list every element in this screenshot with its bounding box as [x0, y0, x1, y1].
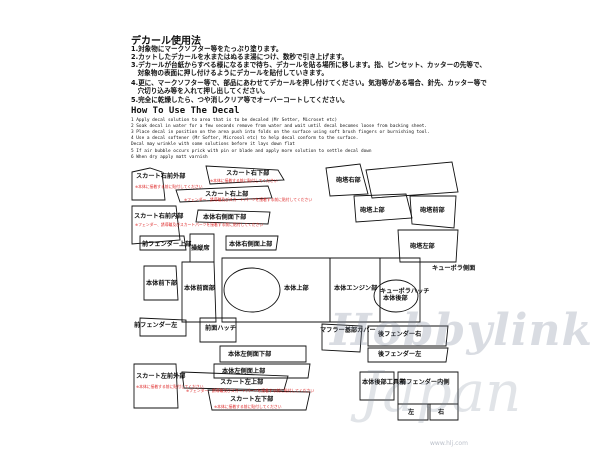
label-cupola: キューポラ側面 — [432, 264, 475, 272]
label-body-left-low: 本体左側面下部 — [228, 350, 272, 358]
label-right: 右 — [438, 408, 444, 416]
label-turret-right: 砲塔右部 — [335, 176, 362, 184]
part-muffler-cover — [321, 323, 363, 353]
label-front-fender-left: 前フェンダー左 — [134, 321, 178, 329]
part-rear-fender-left — [367, 347, 449, 363]
label-turret-upper: 砲塔上部 — [359, 206, 386, 214]
label-skirt-right-top: スカート右上部 — [205, 190, 249, 198]
label-body-right-low: 本体右側面下部 — [203, 213, 247, 221]
decal-sheet — [112, 8, 492, 448]
jp-step-5: 5.完全に乾燥したら、つや消しクリア等でオーバーコートしてください。 — [131, 96, 349, 104]
label-front-fender-top: 前フェンダー上部 — [142, 240, 192, 248]
note-7: ※本体に接着する前に貼付してください — [214, 404, 282, 409]
part-rear-toolbox — [359, 371, 395, 401]
en-step-1: 1 Apply decal solution to area that is t… — [131, 118, 338, 123]
part-turret-left — [397, 229, 459, 263]
note-5: ※本体に接着する前に貼付してください — [136, 384, 204, 389]
note-3: ※フェンダー、誘導輪及びスカートパーツを接着する前に貼付してください — [184, 197, 312, 202]
part-front-fender-inner-right — [429, 403, 459, 421]
label-body-left-upper: 本体左側面上部 — [222, 367, 266, 375]
part-body-front — [143, 265, 179, 301]
label-skirt-front-inner: スカート右前内部 — [134, 212, 184, 220]
note-6: ※フェンダー、誘導輪及びスカートパーツを接着する前に貼付してください — [186, 388, 314, 393]
label-skirt-right-bottom: スカート右下部 — [226, 169, 270, 177]
watermark-sub: Japan — [360, 360, 522, 425]
part-turret-front — [409, 195, 457, 229]
jp-step-3: 3.デカールが台紙からすべる様になるまで待ち、デカールを貼る場所に移します。指、… — [131, 61, 486, 69]
watermark-url: www.hlj.com — [430, 440, 468, 447]
label-skirt-left-top: スカート左上部 — [220, 378, 264, 386]
part-rear — [379, 257, 421, 323]
part-body-front-upper — [181, 261, 217, 323]
label-rear-fender-right: 後フェンダー右 — [378, 330, 421, 338]
note-2: ※本体に接着する前に貼付してください — [210, 178, 278, 183]
en-step-4: 4 Use a decal softener (Mr Softer, Micro… — [131, 136, 359, 141]
jp-step-1: 1.対象物にマークソフター等をたっぷり塗ります。 — [131, 45, 283, 53]
en-step-3: 3 Place decal in position on the area pu… — [131, 130, 430, 135]
note-1: ※本体に接着する前に貼付してください — [135, 184, 203, 189]
part-cupola-hatch — [373, 279, 419, 313]
label-turret-left: 砲塔左部 — [409, 242, 436, 250]
part-turret-top — [365, 161, 459, 199]
jp-step-2: 2.カットしたデカールを水またはぬるま湯につけ、数秒で引き上げます。 — [131, 53, 349, 61]
en-step-4b: Decal may wrinkle with some solutions be… — [131, 142, 295, 147]
part-turret-right — [325, 163, 369, 197]
label-turret-front: 砲塔前部 — [419, 206, 446, 214]
howto-title: How To Use The Decal — [131, 106, 240, 116]
label-engine-deck: 本体エンジン部 — [334, 284, 378, 292]
watermark-brand: Hobbylink — [330, 305, 593, 356]
part-front-fender-top — [139, 235, 187, 251]
part-front-hatch — [199, 317, 237, 343]
label-cupola-hatch: キューポラハッチ — [380, 287, 429, 295]
part-body-right-lower — [195, 209, 271, 225]
part-body-top — [221, 257, 331, 323]
label-right-side-upper: 本体右側面上部 — [229, 240, 273, 248]
en-step-6: 6 When dry apply matt varnish — [131, 155, 208, 160]
part-skirt-front-right-outer — [131, 167, 166, 201]
part-turret-ring — [223, 267, 281, 313]
part-rear-fender-right — [367, 325, 449, 347]
part-skirt-front-inner — [131, 205, 181, 245]
en-step-5: 5 If air bubble occurs prick with pin or… — [131, 149, 372, 154]
label-rear-toolbox: 本体後部工具箱 — [362, 378, 405, 386]
label-body-front: 本体前下部 — [146, 279, 178, 287]
instructions-title: デカール使用法 — [131, 36, 201, 47]
label-muffler: マフラー基部カバー — [320, 326, 376, 334]
label-body-top: 本体上部 — [284, 284, 310, 292]
part-body-left-lower — [219, 345, 307, 363]
label-visor: 操縦席 — [191, 244, 210, 252]
label-skirt-front-right: スカート右前外部 — [136, 172, 186, 180]
label-rear-fender-left: 後フェンダー左 — [378, 350, 422, 358]
part-skirt-left-lower — [207, 389, 311, 411]
label-body-front-upper: 本体前面部 — [184, 284, 216, 292]
part-front-fender-inner-left — [397, 403, 429, 421]
jp-step-4: 4.更に、マークソフター等で、部品にあわせてデカールを押し付けてください。気泡等… — [131, 79, 487, 87]
part-front-fender-left — [139, 317, 187, 337]
label-left: 左 — [407, 408, 415, 416]
label-front-hatch: 前面ハッチ — [205, 324, 236, 332]
part-skirt-right-lower — [205, 165, 285, 185]
part-skirt-left-front — [133, 363, 179, 409]
label-rear: 本体後部 — [383, 294, 409, 302]
label-skirt-left-front: スカート左前外部 — [136, 372, 186, 380]
part-skirt-right-upper — [175, 185, 273, 203]
en-step-2: 2 Soak decal in water for a few seconds … — [131, 124, 428, 129]
part-right-side-upper — [225, 235, 279, 251]
jp-step-3b: 対象物の表面に押し付けるようにデカールを貼付していきます。 — [131, 69, 328, 77]
part-skirt-left-upper — [181, 371, 289, 391]
label-front-fender-inner: 前フェンダー内側 — [400, 378, 450, 386]
jp-step-4b: 穴切り込み等を入れて押し出してください。 — [131, 87, 269, 95]
note-4: ※フェンダー、誘導輪及びスカートパーツを接着する前に貼付してください — [135, 222, 263, 227]
label-skirt-left-bottom: スカート左下部 — [230, 395, 274, 403]
